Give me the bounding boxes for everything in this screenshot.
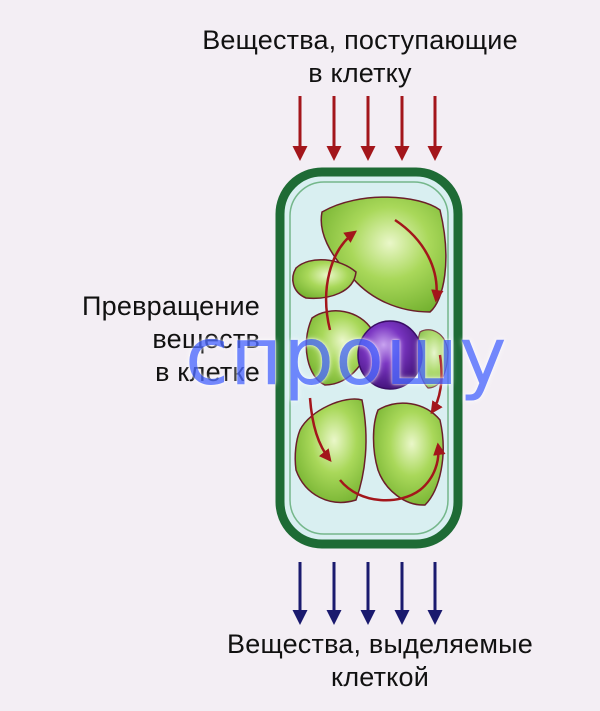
plant-cell: [275, 167, 463, 549]
internal-arrow: [394, 218, 444, 303]
internal-arrow: [308, 397, 332, 462]
transformation-label: Превращение веществ в клетке: [20, 290, 260, 389]
chloroplast: [305, 310, 373, 386]
nucleus: [357, 320, 423, 390]
outgoing-label-line-1: Вещества, выделяемые: [227, 629, 533, 659]
chloroplast: [292, 258, 357, 300]
internal-arrow: [324, 230, 358, 331]
outgoing-label-line-2: клеткой: [331, 662, 429, 692]
incoming-label-line-1: Вещества, поступающие: [202, 25, 518, 55]
internal-arrows: [308, 218, 446, 502]
outgoing-arrows: [292, 562, 443, 625]
transformation-label-line-2: веществ: [152, 324, 260, 354]
internal-arrow: [430, 354, 443, 415]
incoming-substances-label: Вещества, поступающие в клетку: [150, 24, 570, 90]
outgoing-substances-label: Вещества, выделяемые клеткой: [170, 628, 590, 694]
transformation-label-line-3: в клетке: [155, 357, 260, 387]
chloroplast: [372, 402, 444, 506]
watermark: спрошу: [185, 310, 508, 403]
incoming-label-line-2: в клетку: [308, 58, 412, 88]
internal-arrow: [339, 442, 446, 502]
transformation-label-line-1: Превращение: [82, 291, 260, 321]
incoming-arrows: [292, 96, 443, 161]
